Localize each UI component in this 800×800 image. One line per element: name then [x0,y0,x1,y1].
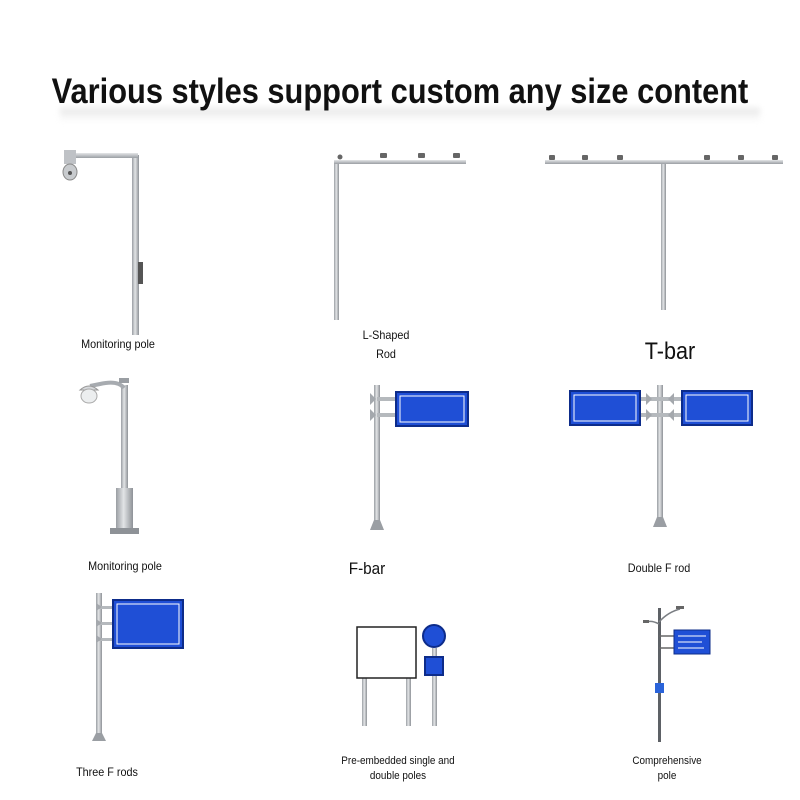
caption-monitoring-pole: Monitoring pole [81,337,155,351]
caption-pre-embedded-poles: Pre-embedded single and double poles [326,754,470,784]
caption-comprehensive-line1: Comprehensive [632,755,702,767]
double-f-rod-illustration [569,385,753,527]
caption-pre-embedded-line2: double poles [369,770,427,782]
dome-camera-icon [78,385,100,404]
three-f-rods-illustration [92,593,184,741]
caption-pre-embedded-line1: Pre-embedded single and [341,755,455,767]
caption-comprehensive-pole: Comprehensive pole [622,754,712,784]
caption-three-f-rods: Three F rods [76,765,138,779]
caption-comprehensive-line2: pole [657,770,677,782]
caption-l-shaped-rod: L-Shaped Rod [341,327,431,362]
f-bar-illustration [370,385,469,530]
t-bar-illustration [545,155,783,310]
l-shaped-rod-illustration [334,153,466,320]
camera-icon [62,150,78,181]
caption-monitoring-pole-2: Monitoring pole [88,559,162,573]
caption-l-shaped-rod-line1: L-Shaped [362,328,410,342]
comprehensive-pole-illustration [643,606,711,742]
caption-l-shaped-rod-line2: Rod [376,347,396,361]
monitoring-pole-l-arm-illustration [62,150,143,335]
monitoring-pole-curved-illustration [78,378,139,534]
page-title: Various styles support custom any size c… [51,72,749,111]
pre-embedded-poles-illustration [356,624,446,726]
title-reflection [60,108,760,122]
caption-t-bar: T-bar [644,338,696,365]
caption-f-bar: F-bar [348,559,386,578]
caption-double-f-rod: Double F rod [627,561,691,575]
